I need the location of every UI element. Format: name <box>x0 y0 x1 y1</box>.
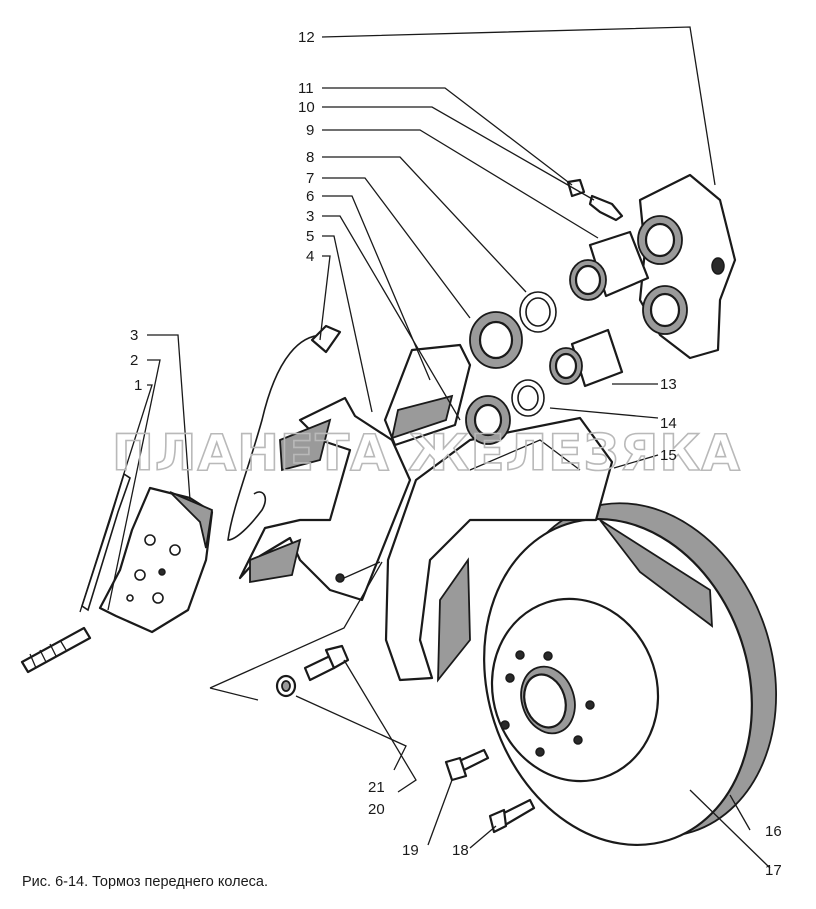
callout-21: 21 <box>368 779 385 796</box>
brake-disc <box>483 502 777 847</box>
assembly-guide-lines <box>209 439 581 701</box>
callout-10: 10 <box>298 99 315 116</box>
callout-12: 12 <box>298 29 315 46</box>
bleeder-valve <box>566 178 624 222</box>
callout-3-lower: 3 <box>130 327 138 344</box>
callout-15: 15 <box>660 447 677 464</box>
mounting-bolt-and-washer <box>275 644 350 698</box>
figure-caption: Рис. 6-14. Тормоз переднего колеса. <box>22 874 268 890</box>
pistons-and-seals <box>511 230 650 417</box>
callout-18: 18 <box>452 842 469 859</box>
pad-carrier <box>238 396 412 602</box>
pad-retaining-pin <box>20 472 131 674</box>
callout-1: 1 <box>134 377 142 394</box>
callout-9: 9 <box>306 122 314 139</box>
outer-brake-pad <box>98 486 214 634</box>
callout-4: 4 <box>306 248 314 265</box>
callout-16: 16 <box>765 823 782 840</box>
watermark-text: ПЛАНЕТА ЖЕЛЕЗЯКА <box>112 424 741 482</box>
callout-6: 6 <box>306 188 314 205</box>
callout-3-upper: 3 <box>306 208 314 225</box>
callout-8: 8 <box>306 149 314 166</box>
callout-leaders <box>79 26 771 869</box>
dust-boots <box>465 311 523 445</box>
caliper-body <box>637 173 737 360</box>
callout-5: 5 <box>306 228 314 245</box>
inner-brake-pad <box>383 343 472 447</box>
callout-14: 14 <box>660 415 677 432</box>
disc-screws <box>444 748 536 834</box>
callout-19: 19 <box>402 842 419 859</box>
callout-20: 20 <box>368 801 385 818</box>
callout-17: 17 <box>765 862 782 879</box>
callout-7: 7 <box>306 170 314 187</box>
callout-labels: 12 11 10 9 8 7 6 3 5 4 3 2 1 13 14 15 16… <box>130 29 782 879</box>
splash-guard <box>384 416 614 683</box>
callout-2: 2 <box>130 352 138 369</box>
callout-13: 13 <box>660 376 677 393</box>
callout-11: 11 <box>298 80 314 97</box>
